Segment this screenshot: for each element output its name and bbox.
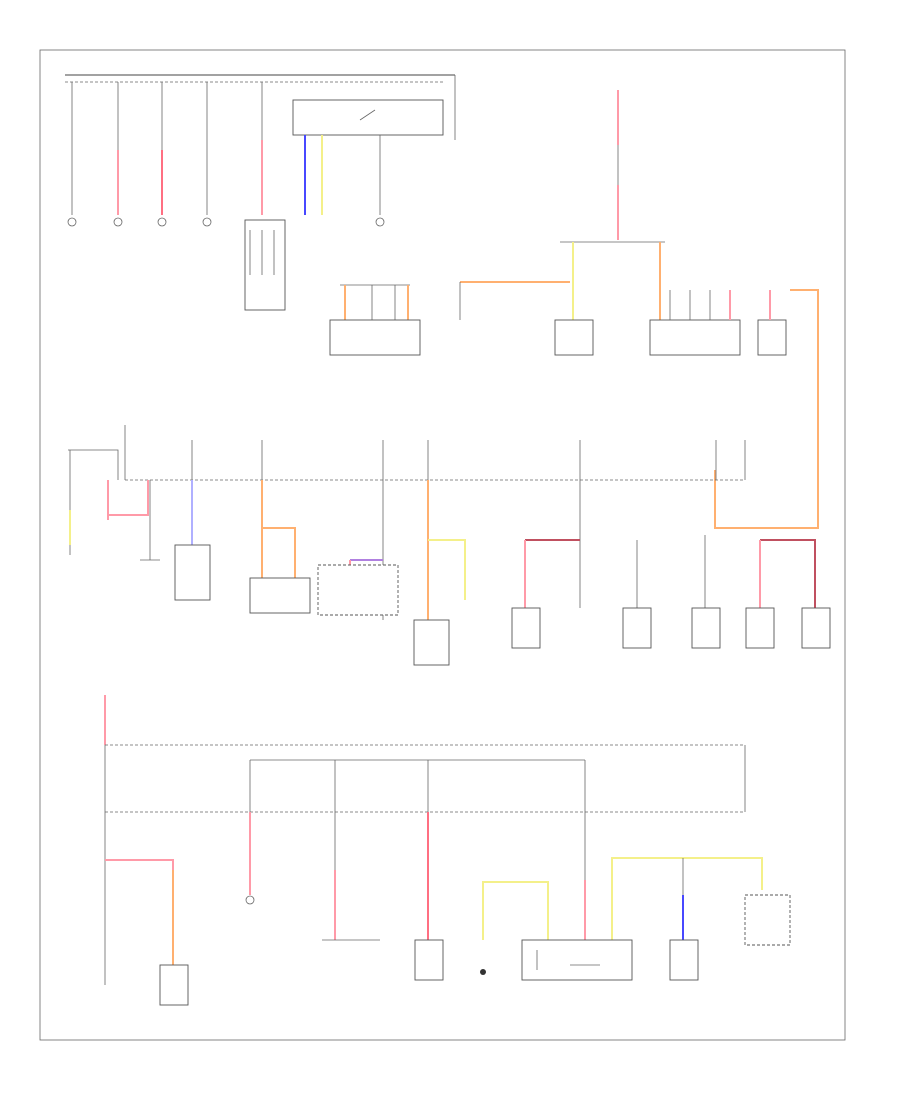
module-row-top [329,284,819,529]
module-row-middle [140,544,831,666]
top-left-fuse-bus [65,74,456,227]
module-row-bottom [159,894,791,1006]
diagram-frame [39,49,846,1041]
relay-top-left [244,99,444,311]
middle-fuse-bus [68,425,816,620]
bottom-fuse-bus [104,695,763,985]
top-right-feed [459,90,665,320]
